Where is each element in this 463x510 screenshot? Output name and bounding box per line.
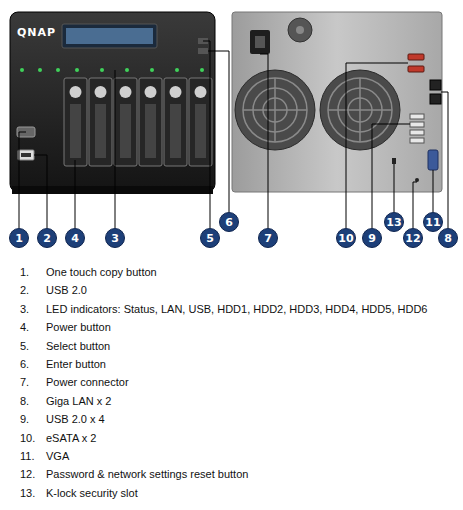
list-number: 7. — [20, 376, 29, 388]
list-number: 8. — [20, 395, 29, 407]
list-item: One touch copy button — [46, 266, 157, 278]
list-number: 13. — [20, 487, 35, 499]
list-item: Giga LAN x 2 — [46, 395, 111, 407]
list-number: 6. — [20, 358, 29, 370]
callout-number: 6 — [219, 212, 239, 232]
list-item: USB 2.0 — [46, 284, 87, 296]
list-number: 12. — [20, 468, 35, 480]
list-number: 11. — [20, 450, 34, 462]
list-number: 10. — [20, 432, 35, 444]
callout-number: 2 — [37, 228, 57, 248]
list-number: 2. — [20, 284, 29, 296]
callout-number: 13 — [384, 212, 404, 232]
callout-number: 10 — [336, 228, 356, 248]
callout-number: 9 — [362, 228, 382, 248]
callout-number: 1 — [9, 228, 29, 248]
callout-number: 4 — [65, 228, 85, 248]
list-item: Select button — [46, 340, 110, 352]
callout-number: 8 — [438, 228, 458, 248]
list-item: Power connector — [46, 376, 129, 388]
list-number: 5. — [20, 340, 29, 352]
list-item: Power button — [46, 321, 111, 333]
callout-number: 11 — [423, 212, 443, 232]
list-item: USB 2.0 x 4 — [46, 413, 105, 425]
list-number: 1. — [20, 266, 29, 278]
list-item: eSATA x 2 — [46, 432, 96, 444]
list-item: LED indicators: Status, LAN, USB, HDD1, … — [46, 303, 427, 315]
callout-number: 12 — [403, 228, 423, 248]
callout-number: 7 — [258, 228, 278, 248]
list-number: 3. — [20, 303, 29, 315]
list-item: Password & network settings reset button — [46, 468, 248, 480]
list-item: K-lock security slot — [46, 487, 138, 499]
list-number: 9. — [20, 413, 29, 425]
brand-logo: QNAP — [17, 26, 56, 39]
callout-number: 5 — [200, 228, 220, 248]
list-number: 4. — [20, 321, 29, 333]
callout-number: 3 — [105, 228, 125, 248]
list-item: Enter button — [46, 358, 106, 370]
list-item: VGA — [46, 450, 69, 462]
